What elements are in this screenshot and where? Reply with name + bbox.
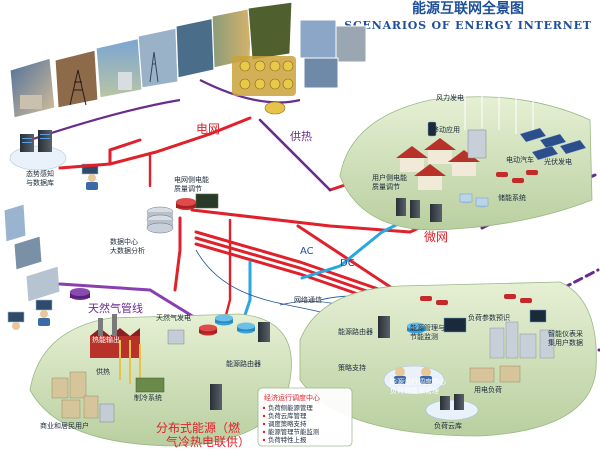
label-router-mgmt-1: 能源管理与 — [410, 323, 445, 332]
router-cluster-left — [199, 314, 270, 342]
label-load: 用电负荷 — [474, 385, 502, 394]
info-box-item-5: 负荷特性上报 — [268, 435, 307, 444]
dispatch-info-box: 经济运行调度中心 负荷侧能源管理 负荷云库管理 调度策略支持 能源管理节能监测 … — [257, 387, 353, 447]
label-heating: 供热 — [96, 367, 110, 376]
label-router-mgmt-2: 节能监测 — [410, 332, 438, 341]
operator-workstation-top — [81, 163, 99, 190]
label-grid-side-quality-1: 电网侧电能 — [174, 175, 209, 184]
situational-awareness: 态势感知 与数据库 — [9, 130, 67, 187]
info-box-item-2: 负荷云库管理 — [268, 411, 307, 420]
label-dispatch-2: 负荷侧能源管理 — [390, 386, 439, 395]
label-pv: 光伏发电 — [544, 157, 572, 166]
label-user-quality-1: 用户侧电能 — [372, 173, 407, 182]
label-cloud: 负荷云库 — [434, 421, 462, 430]
operator-workstation-left — [7, 299, 53, 330]
label-gas: 天然气管线 — [88, 301, 143, 315]
label-residential: 商业和居民用户 — [40, 421, 89, 430]
label-storage: 储能系统 — [498, 193, 526, 202]
label-dispatch-1: 能源运行调度中心 — [390, 377, 446, 386]
monitoring-screens-left — [3, 203, 61, 303]
grid-side-equipment — [146, 193, 219, 234]
label-mobile: 移动应用 — [432, 125, 460, 134]
microgrid-platform — [339, 80, 593, 231]
label-distributed-1: 分布式能源（燃 — [156, 420, 240, 435]
label-router-center: 能源路由器 — [338, 327, 373, 336]
power-plant-photos — [9, 1, 293, 119]
label-comm: 网络通信 — [294, 295, 322, 304]
label-smart-meter-2: 集用户数据 — [548, 338, 583, 347]
label-microgrid: 微网 — [424, 230, 448, 244]
label-dc: DC — [340, 258, 355, 269]
photo-frame-arc-right — [199, 79, 301, 104]
load-side-platform — [299, 281, 597, 437]
label-smart-meter-1: 智能仪表采 — [548, 329, 583, 338]
label-ac: AC — [300, 246, 314, 257]
label-router-left: 能源路由器 — [226, 359, 261, 368]
label-distributed-2: 气冷热电联供） — [166, 434, 250, 449]
label-datacenter-2: 大数据分析 — [110, 246, 145, 255]
distributed-energy-platform — [29, 313, 292, 447]
label-strategy: 策略支持 — [338, 363, 366, 372]
situational-awareness-label-1: 态势感知 — [26, 169, 54, 178]
heating-plant-pipes — [232, 56, 296, 115]
label-heat: 供热 — [290, 129, 312, 143]
label-wind: 风力发电 — [436, 93, 464, 102]
label-cooling: 制冷系统 — [134, 393, 162, 402]
label-grid: 电网 — [196, 122, 220, 136]
gas-router — [70, 288, 90, 300]
label-heat-out: 热能输出 — [92, 335, 120, 344]
info-box-item-3: 调度策略支持 — [268, 419, 307, 428]
label-ev: 电动汽车 — [506, 155, 534, 164]
title-en: SCENARIOS OF ENERGY INTERNET — [344, 19, 592, 32]
label-load-param: 负荷参数预识 — [468, 313, 510, 322]
label-datacenter-1: 数据中心 — [110, 237, 138, 246]
info-box-item-1: 负荷侧能源管理 — [268, 403, 313, 412]
info-box-item-4: 能源管理节能监测 — [268, 427, 319, 436]
title-cn: 能源互联网全景图 — [412, 0, 524, 17]
situational-awareness-label-2: 与数据库 — [26, 178, 54, 187]
city-photos — [299, 19, 367, 89]
label-user-quality-2: 质量调节 — [372, 182, 400, 191]
label-gas-gen: 天然气发电 — [156, 313, 191, 322]
info-box-title: 经济运行调度中心 — [264, 393, 320, 402]
label-grid-side-quality-2: 质量调节 — [174, 184, 202, 193]
